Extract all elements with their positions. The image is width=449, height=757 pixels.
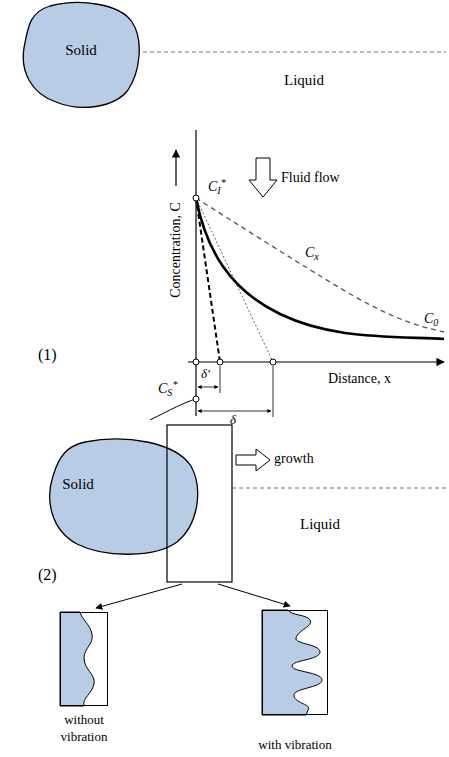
- dimension-arrow: [198, 387, 218, 388]
- point-marker: [193, 359, 199, 365]
- interface-line: [143, 52, 446, 53]
- dimension-tick: [273, 366, 274, 417]
- detail-inset: without vibration: [60, 612, 108, 706]
- solid-interface: [262, 610, 322, 715]
- region-label: Liquid: [300, 516, 340, 532]
- x-axis: [188, 361, 444, 362]
- detail-inset: with vibration: [262, 610, 328, 715]
- point-marker: [193, 195, 199, 201]
- dimension-label: δ: [230, 412, 236, 427]
- inset-frame: [60, 612, 108, 706]
- region-label-holder: Solid: [65, 42, 97, 59]
- panel-number: (1): [38, 346, 57, 363]
- inset-caption-holder: without vibration: [49, 712, 119, 746]
- growth-label: growth: [274, 451, 314, 466]
- label-holder: CS*: [158, 379, 177, 397]
- label-holder: C0: [424, 311, 438, 328]
- y-axis: [195, 130, 196, 416]
- label-holder: (2): [38, 566, 57, 584]
- label-holder: δ: [230, 413, 236, 427]
- label-holder: Cx: [305, 245, 319, 262]
- dimension-arrow: [198, 411, 271, 412]
- label-holder: δ': [201, 367, 210, 381]
- point-marker: [193, 396, 199, 402]
- solid-region: Solid: [20, 2, 142, 110]
- region-label: Solid: [65, 42, 97, 58]
- point-marker: [270, 359, 276, 365]
- solid-concentration-curve: [150, 399, 196, 420]
- point-marker: [217, 359, 223, 365]
- flow-label: Fluid flow: [281, 170, 340, 185]
- interface-line: [232, 488, 446, 489]
- label-holder: Distance, x: [328, 371, 391, 386]
- solid-outline: [23, 3, 139, 108]
- dimension-tick: [220, 366, 221, 393]
- label-holder: CI*: [208, 177, 226, 195]
- region-label: Liquid: [284, 72, 324, 88]
- axis-title: Distance, x: [328, 371, 391, 386]
- solid-shape: [45, 438, 200, 556]
- cx-curve: [196, 198, 444, 332]
- label-holder: Liquid: [300, 516, 340, 533]
- inset-caption: without vibration: [61, 712, 108, 744]
- flow-arrow: [249, 158, 277, 197]
- label-holder: growth: [274, 451, 314, 466]
- zoom-arrow: [218, 584, 290, 606]
- solid-outline: [50, 439, 198, 554]
- inset-caption-holder: with vibration: [240, 737, 350, 754]
- label-holder: Concentration, C: [168, 202, 183, 298]
- inset-caption: with vibration: [258, 737, 331, 752]
- curve-label: Cx: [305, 245, 319, 260]
- axis-direction-arrow: [175, 150, 176, 186]
- region-label: Solid: [62, 476, 94, 492]
- curve-label: C0: [424, 311, 438, 326]
- concentration-curve: [196, 198, 444, 339]
- axis-title: Concentration, C: [168, 202, 183, 298]
- inset-border: [61, 613, 108, 706]
- concentration-label: CS*: [158, 381, 177, 396]
- concentration-label: CI*: [208, 179, 226, 194]
- panel-number: (2): [38, 566, 57, 583]
- solid-region: Solid: [45, 438, 200, 556]
- label-holder: Fluid flow: [281, 170, 340, 185]
- tangent-line: [196, 198, 220, 362]
- zoom-arrow: [96, 584, 182, 608]
- inset-border: [263, 611, 328, 715]
- growth-arrow: [236, 449, 270, 471]
- label-holder: Liquid: [284, 72, 324, 89]
- label-holder: (1): [38, 346, 57, 364]
- dimension-label: δ': [201, 366, 210, 381]
- region-label-holder: Solid: [62, 476, 94, 493]
- solid-interface: [60, 612, 94, 706]
- inset-frame: [262, 610, 328, 715]
